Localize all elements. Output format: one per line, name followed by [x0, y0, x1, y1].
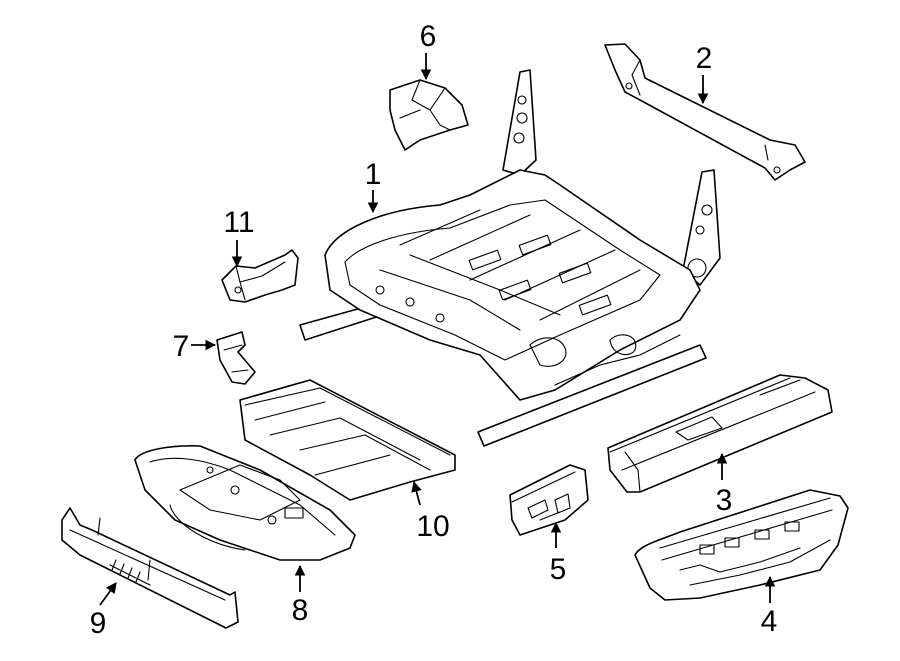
callout-8: 8	[292, 594, 309, 627]
leader-10	[411, 480, 422, 506]
callout-1: 1	[365, 158, 382, 191]
part-3-track-cover	[607, 374, 833, 493]
part-5-switch	[509, 464, 589, 536]
part-9-front-trim	[61, 507, 239, 629]
part-6-bracket	[389, 79, 469, 151]
callout-9: 9	[90, 607, 107, 640]
callout-11: 11	[223, 206, 254, 239]
callout-labels: 1 2 3 4 5 6 7 8 9 10 11	[90, 20, 778, 640]
callout-3: 3	[716, 484, 733, 517]
part-7-clip	[216, 331, 256, 385]
callout-7: 7	[173, 330, 190, 363]
callout-2: 2	[696, 42, 713, 75]
part-1-seat-frame	[299, 69, 721, 447]
callout-5: 5	[550, 553, 567, 586]
callout-4: 4	[761, 605, 778, 638]
part-4-outer-shield	[634, 489, 849, 601]
part-11-bracket	[221, 249, 299, 303]
part-8-seat-pan	[134, 445, 356, 561]
part-2-cross-bar	[604, 43, 806, 181]
callout-10: 10	[416, 510, 449, 543]
callout-6: 6	[420, 20, 437, 53]
leader-9	[99, 582, 117, 606]
leader-lines	[99, 53, 776, 606]
part-10-cushion-support	[239, 379, 456, 501]
